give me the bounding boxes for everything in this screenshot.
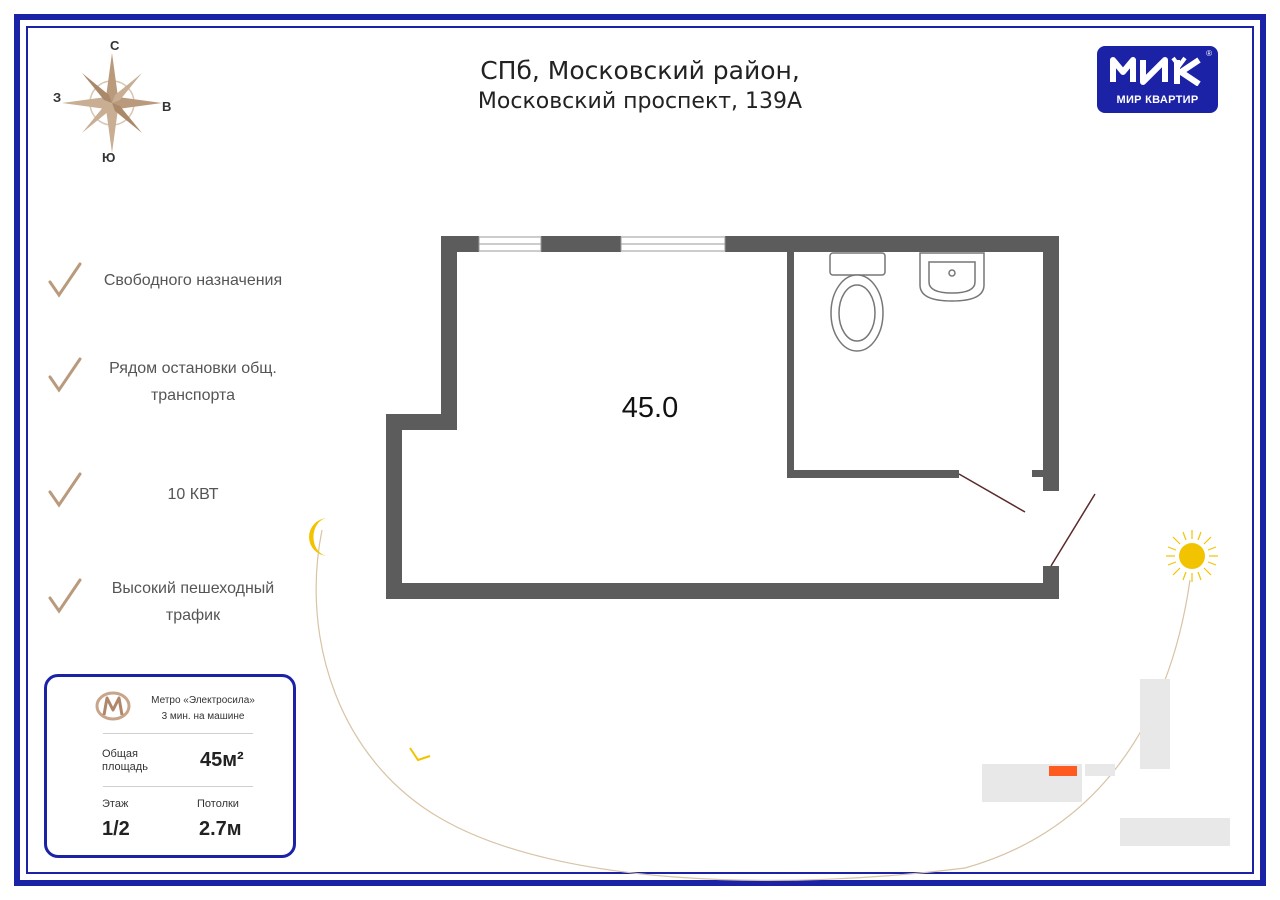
brand-mark-icon xyxy=(1110,56,1201,86)
feature-label: 10 КВТ xyxy=(167,486,219,503)
check-icon xyxy=(48,578,82,614)
feature-label: Рядом остановки общ. транспорта xyxy=(109,360,277,404)
total-area-label: Общая площадь xyxy=(102,748,148,773)
brand-name: МИР КВАРТИР xyxy=(1116,94,1199,106)
floor-label: Этаж xyxy=(102,798,129,810)
ceiling-label: Потолки xyxy=(197,798,239,810)
metro-travel-time: 3 мин. на машине xyxy=(161,711,245,722)
feature-item: Свободного назначения xyxy=(44,258,304,318)
plan-windows xyxy=(478,236,726,252)
compass-north-label: С xyxy=(110,38,120,53)
address-line-2: Московский проспект, 139А xyxy=(477,89,803,114)
ceiling-value: 2.7м xyxy=(199,818,242,840)
total-area-value: 45м² xyxy=(200,749,244,771)
outer-frame xyxy=(14,14,1266,886)
compass-star-icon xyxy=(62,53,162,153)
bathroom-door xyxy=(958,473,1026,513)
entrance-door xyxy=(1050,493,1096,567)
compass-east-label: В xyxy=(162,99,172,114)
toilet-icon xyxy=(829,252,886,352)
check-icon xyxy=(48,262,82,298)
registered-mark: ® xyxy=(1206,49,1212,58)
divider xyxy=(103,786,253,787)
info-card: Метро «Электросила» 3 мин. на машине Общ… xyxy=(44,674,296,858)
feature-item: Рядом остановки общ. транспорта xyxy=(44,353,304,413)
plan-doors xyxy=(958,473,1096,567)
compass-rose: С Ю З В xyxy=(50,35,180,165)
sink-icon xyxy=(919,252,985,302)
compass-west-label: З xyxy=(53,90,62,105)
feature-item: 10 КВТ xyxy=(44,468,304,528)
check-icon xyxy=(48,472,82,508)
check-icon xyxy=(48,357,82,393)
address-line-1: СПб, Московский район, xyxy=(480,56,800,85)
address-title: СПб, Московский район, Московский проспе… xyxy=(380,55,900,117)
room-area-label: 45.0 xyxy=(621,392,679,424)
feature-label: Свободного назначения xyxy=(103,272,283,289)
plan-walls xyxy=(386,236,1059,599)
metro-icon xyxy=(95,691,131,721)
feature-label: Высокий пешеходный трафик xyxy=(111,580,275,624)
floor-value: 1/2 xyxy=(102,818,130,840)
divider xyxy=(103,733,253,734)
brand-logo: ® МИР КВАРТИР xyxy=(1097,46,1218,113)
metro-station-name: Метро «Электросила» xyxy=(151,695,255,706)
feature-item: Высокий пешеходный трафик xyxy=(44,574,304,634)
compass-south-label: Ю xyxy=(102,150,116,165)
